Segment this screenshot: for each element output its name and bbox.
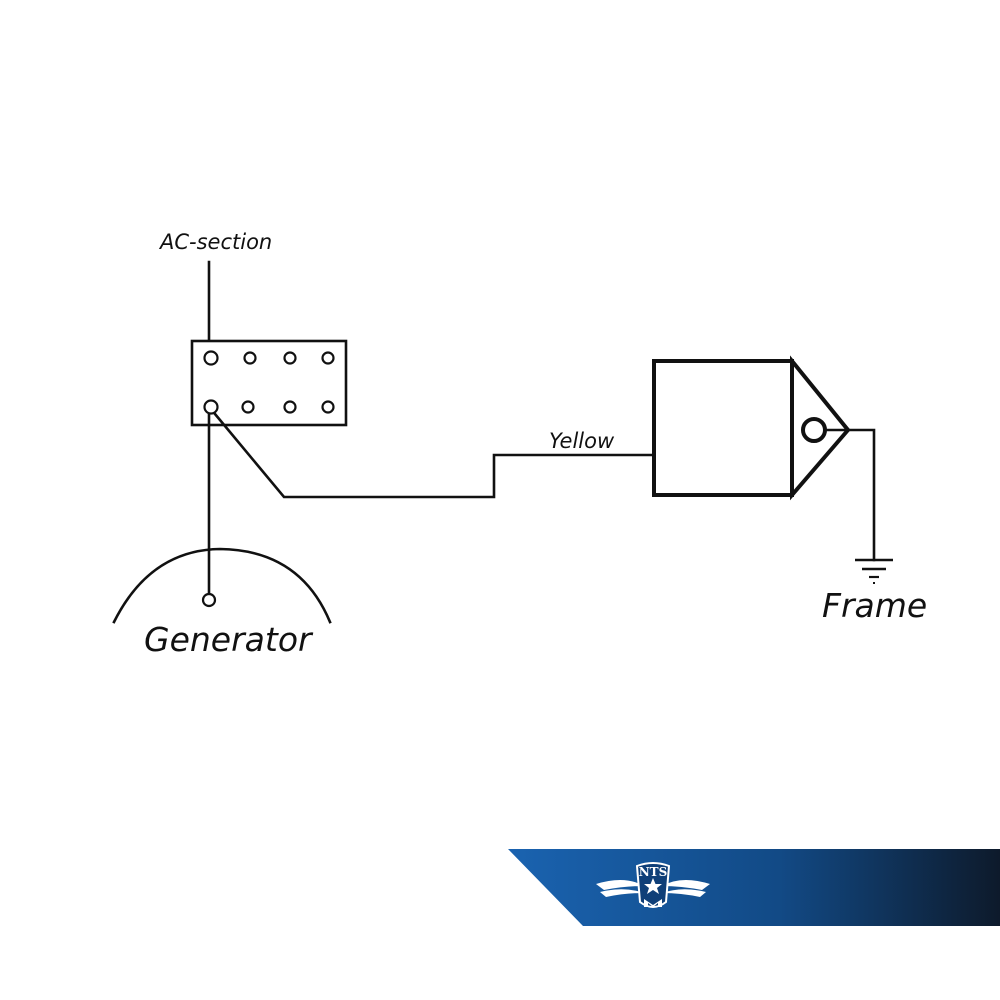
generator-terminal bbox=[201, 592, 217, 608]
terminal-bottom-4 bbox=[321, 400, 335, 414]
nts-logo-icon: NTS bbox=[596, 862, 710, 908]
logo-text: NTS bbox=[639, 865, 668, 879]
terminal-top-3 bbox=[283, 351, 297, 365]
terminal-block bbox=[190, 339, 348, 427]
generator-label: Generator bbox=[144, 620, 314, 659]
terminal-top-2 bbox=[243, 351, 257, 365]
component-terminal bbox=[801, 417, 827, 443]
frame-label: Frame bbox=[822, 586, 927, 625]
yellow-wire-label: Yellow bbox=[549, 429, 615, 453]
ac-section-label: AC-section bbox=[158, 230, 272, 254]
yellow-wire bbox=[213, 412, 656, 499]
terminal-top-1 bbox=[203, 350, 219, 366]
terminal-bottom-1 bbox=[203, 399, 219, 415]
brand-banner: NTS bbox=[508, 849, 1000, 926]
terminal-bottom-3 bbox=[283, 400, 297, 414]
terminal-bottom-2 bbox=[241, 400, 255, 414]
generator-arc bbox=[112, 547, 332, 624]
frame-component bbox=[652, 355, 851, 501]
ground-lead bbox=[824, 428, 876, 562]
terminal-top-4 bbox=[321, 351, 335, 365]
ground-symbol-icon bbox=[855, 558, 893, 584]
